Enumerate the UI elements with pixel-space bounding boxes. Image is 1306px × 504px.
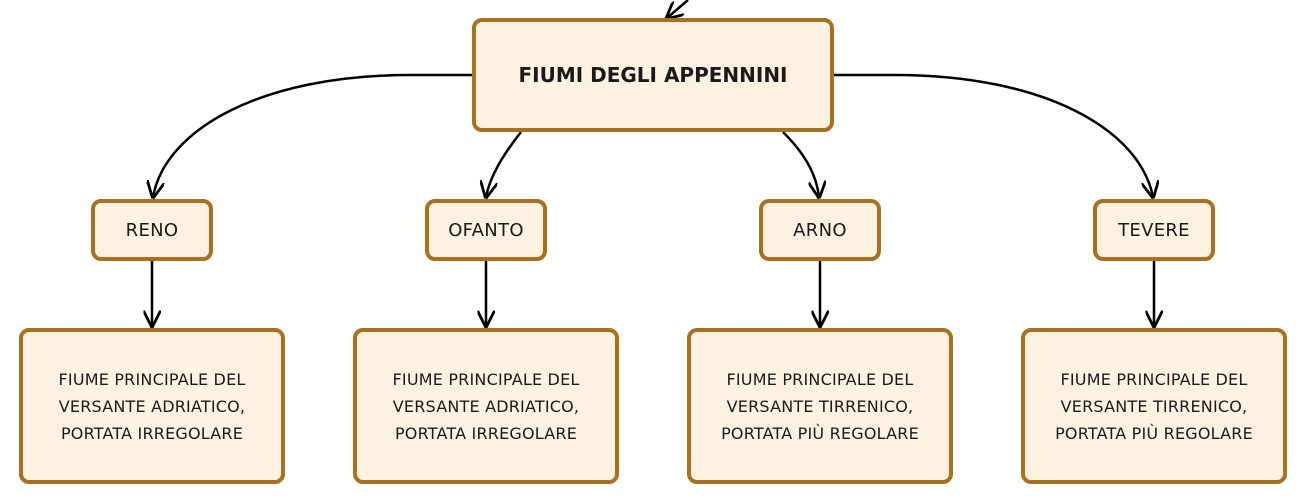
description-node-tevere[interactable]: FIUME PRINCIPALE DEL VERSANTE TIRRENICO,… bbox=[1021, 328, 1287, 484]
description-line: FIUME PRINCIPALE DEL bbox=[392, 369, 580, 389]
description-node-reno[interactable]: FIUME PRINCIPALE DEL VERSANTE ADRIATICO,… bbox=[19, 328, 285, 484]
description-node-arno[interactable]: FIUME PRINCIPALE DEL VERSANTE TIRRENICO,… bbox=[687, 328, 953, 484]
description-line: PORTATA IRREGOLARE bbox=[394, 423, 578, 443]
river-name: RENO bbox=[125, 219, 179, 241]
root-label: FIUMI DEGLI APPENNINI bbox=[518, 63, 788, 87]
description-line: PORTATA PIÙ REGOLARE bbox=[721, 423, 919, 443]
description-line: PORTATA PIÙ REGOLARE bbox=[1055, 423, 1253, 443]
river-node-tevere[interactable]: TEVERE bbox=[1093, 199, 1215, 261]
edge-root-arno bbox=[782, 131, 819, 197]
edge-root-tevere bbox=[834, 73, 1153, 197]
description-line: VERSANTE ADRIATICO, bbox=[392, 396, 580, 416]
description-node-ofanto[interactable]: FIUME PRINCIPALE DEL VERSANTE ADRIATICO,… bbox=[353, 328, 619, 484]
description-line: VERSANTE ADRIATICO, bbox=[58, 396, 246, 416]
river-node-arno[interactable]: ARNO bbox=[759, 199, 881, 261]
description-line: PORTATA IRREGOLARE bbox=[60, 423, 244, 443]
river-name: ARNO bbox=[793, 219, 847, 241]
river-name: OFANTO bbox=[448, 219, 524, 241]
edge-root-ofanto bbox=[486, 131, 522, 197]
description-line: FIUME PRINCIPALE DEL bbox=[1060, 369, 1248, 389]
river-node-ofanto[interactable]: OFANTO bbox=[425, 199, 547, 261]
description-line: VERSANTE TIRRENICO, bbox=[1060, 396, 1248, 416]
edge-root-reno bbox=[153, 73, 472, 197]
root-node[interactable]: FIUMI DEGLI APPENNINI bbox=[472, 18, 834, 132]
description-line: FIUME PRINCIPALE DEL bbox=[726, 369, 914, 389]
description-line: VERSANTE TIRRENICO, bbox=[726, 396, 914, 416]
description-line: FIUME PRINCIPALE DEL bbox=[58, 369, 246, 389]
river-name: TEVERE bbox=[1118, 219, 1190, 241]
edge-incoming-root bbox=[667, 0, 689, 18]
river-node-reno[interactable]: RENO bbox=[91, 199, 213, 261]
